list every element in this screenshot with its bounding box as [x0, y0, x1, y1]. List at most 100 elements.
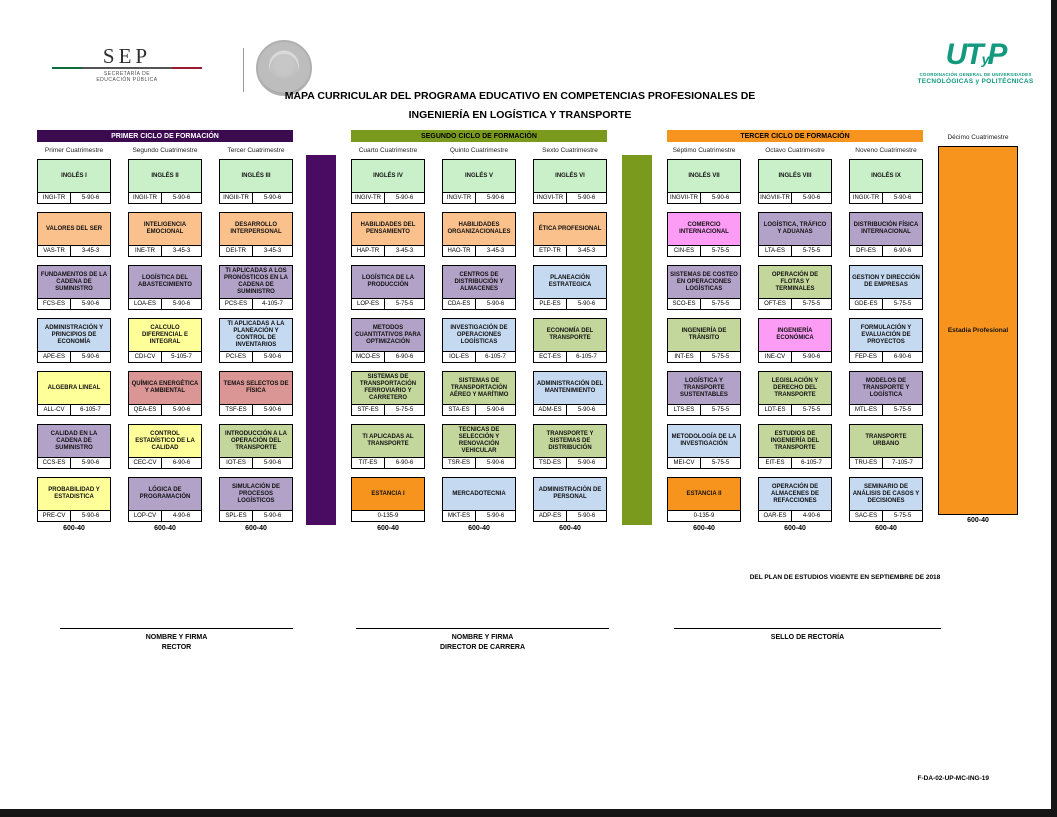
page-title-line2: INGENIERÍA EN LOGÍSTICA Y TRANSPORTE: [408, 109, 632, 121]
course-footer: CDA-ES 5-90-6: [443, 298, 515, 309]
course-code: ALL-CV: [38, 405, 71, 415]
course-footer: VAS-TR 3-45-3: [38, 245, 110, 256]
course-card: FUNDAMENTOS DE LA CADENA DE SUMINISTRO F…: [37, 265, 111, 310]
course-code: INT-ES: [668, 352, 701, 362]
course-footer: SCO-ES 5-75-5: [668, 298, 740, 309]
course-title: TEMAS SELECTOS DE FÍSICA: [220, 372, 292, 404]
course-footer: LTA-ES 5-75-5: [759, 245, 831, 256]
course-footer: DEI-TR 3-45-3: [220, 245, 292, 256]
course-footer: ECT-ES 6-105-7: [534, 351, 606, 362]
quarter-total: 600-40: [245, 525, 267, 532]
course-hours: 5-75-5: [711, 354, 730, 360]
course-card: HABILIDADES ORGANIZACIONALES HAO-TR 3-45…: [442, 212, 516, 257]
course-code: LDT-ES: [759, 405, 792, 415]
course-card: INTELIGENCIA EMOCIONAL INE-TR 3-45-3: [128, 212, 202, 257]
course-footer: MCO-ES 6-90-6: [352, 351, 424, 362]
course-title: TRANSPORTE Y SISTEMAS DE DISTRIBUCIÓN: [534, 425, 606, 457]
course-code: PCI-ES: [220, 352, 253, 362]
course-title: PROBABILIDAD Y ESTADISTICA: [38, 478, 110, 510]
course-footer: INGVII-TR 5-90-6: [668, 192, 740, 203]
course-footer: TIT-ES 6-90-6: [352, 457, 424, 468]
course-card: MODELOS DE TRANSPORTE Y LOGÍSTICA MTL-ES…: [849, 371, 923, 416]
signature-line: [356, 628, 609, 629]
course-code: INGII-TR: [129, 193, 162, 203]
course-card: GESTION Y DIRECCIÓN DE EMPRESAS GDE-ES 5…: [849, 265, 923, 310]
quarter-column: Primer Cuatrimestre INGLÉS I INGI-TR 5-9…: [37, 143, 111, 532]
signature-line: [60, 628, 293, 629]
course-hours: 3-45-3: [172, 248, 191, 254]
course-footer: OAR-ES 4-90-6: [759, 510, 831, 521]
quarter-column: Quinto Cuatrimestre INGLÉS V INGV-TR 5-9…: [442, 143, 516, 532]
course-hours: 5-90-6: [486, 513, 505, 519]
course-title: ADMINISTRACIÓN DEL MANTENIMIENTO: [534, 372, 606, 404]
course-footer: FEP-ES 6-90-6: [850, 351, 922, 362]
course-card: ADMINISTRACIÓN DE PERSONAL ADP-ES 5-90-6: [533, 477, 607, 522]
course-hours: 5-75-5: [802, 301, 821, 307]
course-code: SPL-ES: [220, 511, 253, 521]
course-code: ADM-ES: [534, 405, 567, 415]
course-title: LOGÍSTICA DEL ABASTECIMIENTO: [129, 266, 201, 298]
course-card: TRANSPORTE URBANO TRU-ES 7-105-7: [849, 424, 923, 469]
course-footer: STF-ES 5-75-5: [352, 404, 424, 415]
course-hours: 5-90-6: [577, 301, 596, 307]
course-code: FEP-ES: [850, 352, 883, 362]
course-card: ESTUDIOS DE INGENIERÍA DEL TRANSPORTE EI…: [758, 424, 832, 469]
course-list: INGLÉS VIII INGVIII-TR 5-90-6 LOGÍSTICA,…: [758, 159, 832, 522]
course-title: TI APLICADAS A LA PLANEACIÓN Y CONTROL D…: [220, 319, 292, 351]
course-title: TRANSPORTE URBANO: [850, 425, 922, 457]
signature-caption-line2: RECTOR: [161, 644, 192, 651]
course-hours: 3-45-3: [577, 248, 596, 254]
utp-logo: UTyP COORDINACIÓN GENERAL DE UNIVERSIDAD…: [903, 40, 1048, 86]
quarter-total: 600-40: [559, 525, 581, 532]
course-title: ÉTICA PROFESIONAL: [534, 213, 606, 245]
course-code: INGIII-TR: [220, 193, 253, 203]
course-card: CALIDAD EN LA CADENA DE SUMINISTRO CCS-E…: [37, 424, 111, 469]
course-title: CALIDAD EN LA CADENA DE SUMINISTRO: [38, 425, 110, 457]
signature-caption-line1: NOMBRE Y FIRMA: [451, 634, 514, 641]
course-title: CENTROS DE DISTRIBUCIÓN Y ALMACENES: [443, 266, 515, 298]
quarter-total: 600-40: [693, 525, 715, 532]
course-title: INGLÉS VI: [534, 160, 606, 192]
course-card: METODOLOGÍA DE LA INVESTIGACIÓN MEI-CV 5…: [667, 424, 741, 469]
course-card: CENTROS DE DISTRIBUCIÓN Y ALMACENES CDA-…: [442, 265, 516, 310]
cycle-3-section: TERCER CICLO DE FORMACIÓN Séptimo Cuatri…: [667, 130, 923, 532]
signature-caption-line1: NOMBRE Y FIRMA: [145, 634, 208, 641]
course-code: SAC-ES: [850, 511, 883, 521]
course-card: TRANSPORTE Y SISTEMAS DE DISTRIBUCIÓN TS…: [533, 424, 607, 469]
course-footer: SAC-ES 5-75-5: [850, 510, 922, 521]
course-footer: APE-ES 5-90-6: [38, 351, 110, 362]
sep-caption: SECRETARÍA DE EDUCACIÓN PÚBLICA: [96, 71, 158, 83]
course-footer: INGIV-TR 5-90-6: [352, 192, 424, 203]
course-list: INGLÉS IV INGIV-TR 5-90-6 HABILIDADES DE…: [351, 159, 425, 522]
course-code: HAO-TR: [443, 246, 476, 256]
course-card: QUÍMICA ENERGÉTICA Y AMBIENTAL QEA-ES 5-…: [128, 371, 202, 416]
quarter-column: Octavo Cuatrimestre INGLÉS VIII INGVIII-…: [758, 143, 832, 532]
course-hours: 5-90-6: [81, 195, 100, 201]
quarter-label: Octavo Cuatrimestre: [765, 147, 825, 154]
cycle-1-section: PRIMER CICLO DE FORMACIÓN Primer Cuatrim…: [37, 130, 293, 532]
signature-sello: SELLO DE RECTORÍA: [674, 628, 941, 643]
course-hours: 5-90-6: [577, 460, 596, 466]
course-footer: QEA-ES 5-90-6: [129, 404, 201, 415]
cycle-divider-bar-2: [622, 155, 652, 525]
course-hours: 4-90-6: [802, 513, 821, 519]
course-code: INGVI-TR: [534, 193, 567, 203]
course-hours: 5-90-6: [893, 195, 912, 201]
course-hours: 6-90-6: [893, 248, 912, 254]
course-footer: DFI-ES 6-90-6: [850, 245, 922, 256]
course-footer: OFT-ES 5-75-5: [759, 298, 831, 309]
course-title: LEGISLACIÓN Y DERECHO DEL TRANSPORTE: [759, 372, 831, 404]
quarter-label: Décimo Cuatrimestre: [947, 134, 1009, 141]
course-hours: 6-105-7: [801, 460, 822, 466]
course-hours: 5-75-5: [711, 407, 730, 413]
course-footer: EIT-ES 6-105-7: [759, 457, 831, 468]
course-title: INGENIERÍA DE TRÁNSITO: [668, 319, 740, 351]
course-card: DESARROLLO INTERPERSONAL DEI-TR 3-45-3: [219, 212, 293, 257]
course-title: INGLÉS I: [38, 160, 110, 192]
plan-note: DEL PLAN DE ESTUDIOS VIGENTE EN SEPTIEMB…: [749, 574, 941, 581]
course-footer: PCS-ES 4-105-7: [220, 298, 292, 309]
course-hours: 6-90-6: [893, 354, 912, 360]
course-footer: LOP-CV 4-90-6: [129, 510, 201, 521]
course-title: ESTUDIOS DE INGENIERÍA DEL TRANSPORTE: [759, 425, 831, 457]
course-title: ESTANCIA I: [352, 478, 424, 510]
